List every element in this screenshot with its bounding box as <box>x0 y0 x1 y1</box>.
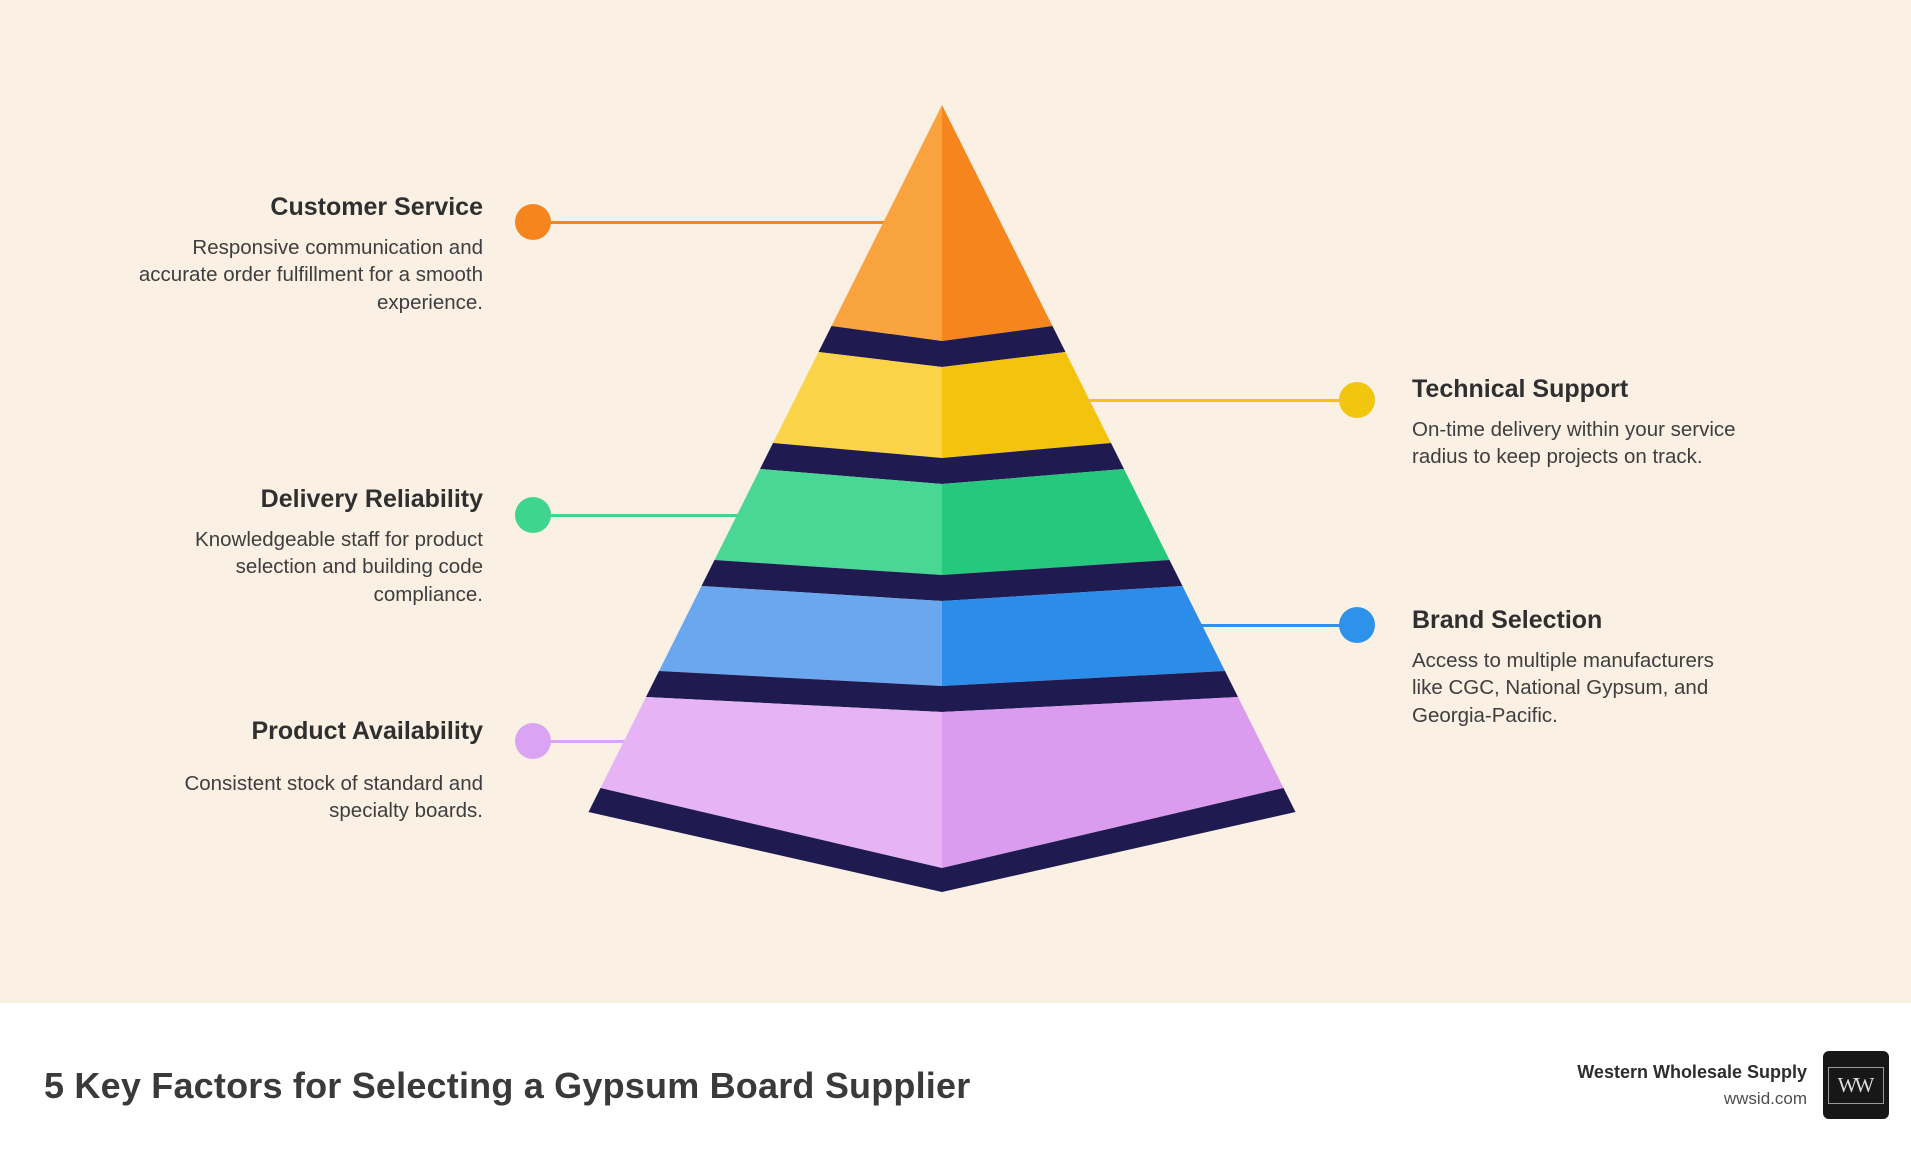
callout-product-availability: Product Availability Consistent stock of… <box>123 716 483 825</box>
brand-logo: WW <box>1823 1051 1889 1119</box>
callout-title-delivery-reliability: Delivery Reliability <box>260 485 483 513</box>
pyramid-level-3-left-face <box>714 469 942 575</box>
callout-desc-product-availability: Consistent stock of standard and special… <box>184 772 483 823</box>
callout-delivery-reliability: Delivery Reliability Knowledgeable staff… <box>123 484 483 608</box>
pyramid-level-1-left-face <box>831 105 942 341</box>
callout-customer-service: Customer Service Responsive communicatio… <box>123 192 483 316</box>
callout-title-technical-support: Technical Support <box>1412 375 1629 403</box>
callout-desc-brand-selection: Access to multiple manufacturers like CG… <box>1412 649 1714 727</box>
pyramid-base-edge <box>588 788 1296 892</box>
callout-title-product-availability: Product Availability <box>251 717 483 745</box>
callout-desc-customer-service: Responsive communication and accurate or… <box>138 236 483 314</box>
brand-block: Western Wholesale Supply wwsid.com WW <box>1577 1051 1889 1119</box>
page-title: 5 Key Factors for Selecting a Gypsum Boa… <box>44 1065 971 1106</box>
pyramid-level-1-right-face <box>942 105 1053 341</box>
pyramid-divider-3 <box>701 560 1183 601</box>
dot-brand-selection <box>1339 607 1375 643</box>
connector-delivery-reliability <box>545 514 740 517</box>
connector-brand-selection <box>1195 624 1342 627</box>
callout-brand-selection: Brand Selection Access to multiple manuf… <box>1412 605 1747 729</box>
pyramid-divider-4 <box>646 671 1238 712</box>
callout-title-brand-selection: Brand Selection <box>1412 606 1603 634</box>
dot-product-availability <box>515 723 551 759</box>
pyramid-divider-1 <box>818 326 1066 367</box>
dot-technical-support <box>1339 382 1375 418</box>
brand-url: wwsid.com <box>1723 1088 1807 1108</box>
connector-product-availability <box>545 740 630 743</box>
dot-customer-service <box>515 204 551 240</box>
connector-customer-service <box>545 221 890 224</box>
callout-desc-technical-support: On-time delivery within your service rad… <box>1412 418 1736 469</box>
pyramid-level-4-left-face <box>659 586 942 686</box>
pyramid-level-2-left-face <box>773 352 942 458</box>
brand-text: Western Wholesale Supply wwsid.com <box>1577 1061 1807 1108</box>
pyramid-level-4-right-face <box>942 586 1225 686</box>
footer-bar: 5 Key Factors for Selecting a Gypsum Boa… <box>0 1003 1911 1160</box>
callout-technical-support: Technical Support On-time delivery withi… <box>1412 374 1747 471</box>
logo-frame: WW <box>1827 1066 1885 1104</box>
pyramid-level-5-right-face <box>942 697 1284 868</box>
callout-desc-delivery-reliability: Knowledgeable staff for product selectio… <box>195 528 483 606</box>
logo-monogram: WW <box>1837 1072 1875 1097</box>
connector-technical-support <box>1082 399 1342 402</box>
pyramid-level-3-right-face <box>942 469 1170 575</box>
dot-delivery-reliability <box>515 497 551 533</box>
pyramid-level-5-left-face <box>600 697 942 868</box>
pyramid-divider-2 <box>760 443 1124 484</box>
brand-name: Western Wholesale Supply <box>1577 1062 1807 1083</box>
pyramid-level-2-right-face <box>942 352 1111 458</box>
callout-title-customer-service: Customer Service <box>270 193 483 221</box>
pyramid-diagram <box>588 105 1296 892</box>
